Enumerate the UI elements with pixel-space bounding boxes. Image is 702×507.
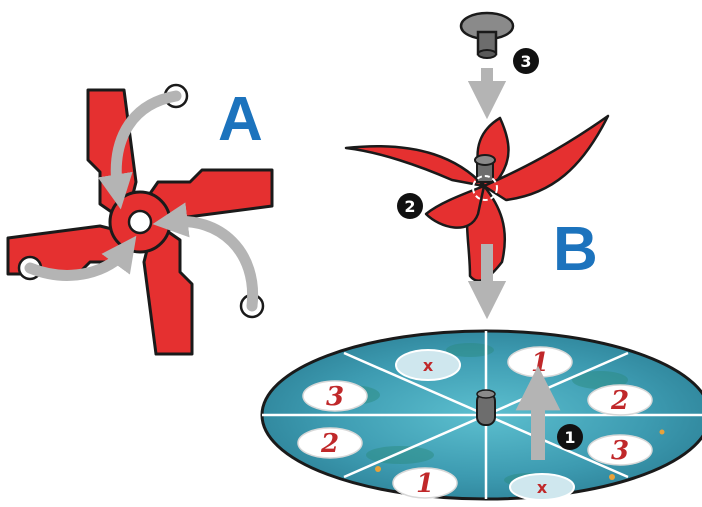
peg	[459, 11, 515, 59]
board-segment: 1	[507, 346, 573, 378]
label-a: A	[218, 85, 263, 154]
center-hole	[127, 209, 153, 235]
board-segment: 1	[392, 467, 458, 499]
step-marker-icon	[557, 424, 583, 450]
svg-text:1: 1	[564, 428, 575, 447]
curved-arrow-icon	[152, 202, 259, 312]
board-special-segment: x	[509, 473, 575, 501]
board-special-segment: x	[395, 349, 461, 381]
svg-text:2: 2	[404, 197, 415, 216]
step-marker-2: 2	[397, 193, 423, 219]
step-marker-icon	[513, 48, 539, 74]
folded-spinner-b: B	[344, 11, 610, 320]
step-marker-icon	[397, 193, 423, 219]
svg-text:1: 1	[416, 469, 434, 499]
svg-text:2: 2	[320, 429, 339, 459]
board-segment: 2	[587, 384, 653, 416]
svg-text:3: 3	[520, 52, 531, 71]
board-segment: 3	[587, 434, 653, 466]
svg-text:3: 3	[611, 436, 629, 466]
svg-text:3: 3	[326, 382, 344, 412]
step-marker-3: 3	[513, 48, 539, 74]
board-segment: 2	[297, 427, 363, 459]
svg-text:1: 1	[531, 348, 549, 378]
curved-arrow-icon	[97, 90, 182, 210]
svg-text:x: x	[423, 356, 434, 375]
board-peg	[476, 389, 496, 426]
step-marker-1: 1	[557, 424, 583, 450]
label-b: B	[553, 215, 598, 284]
board-segment: 3	[302, 380, 368, 412]
curved-arrow-icon	[24, 235, 137, 281]
game-board: 1 2 3 1 2 3 x x	[260, 329, 702, 501]
svg-text:2: 2	[610, 386, 629, 416]
svg-text:x: x	[537, 478, 548, 497]
flat-spinner-a: A	[6, 83, 274, 356]
